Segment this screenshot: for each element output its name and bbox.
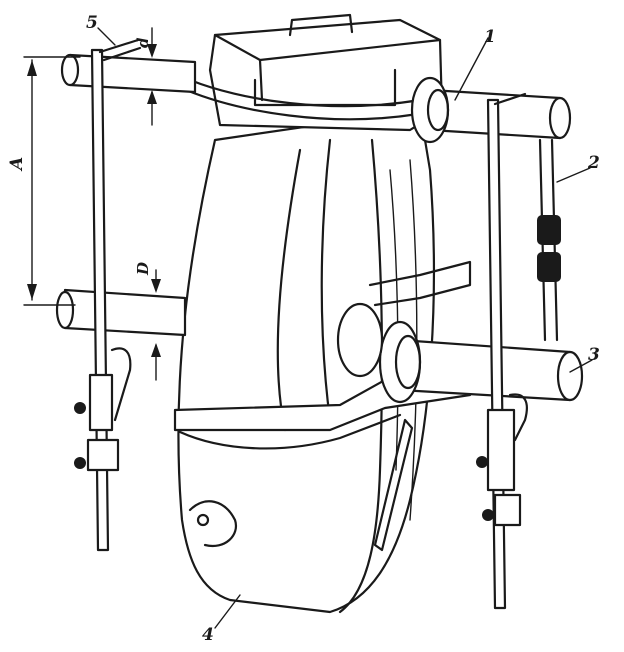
dimension-A bbox=[23, 56, 81, 306]
label-part-4: 4 bbox=[202, 625, 214, 645]
right-caliper bbox=[476, 92, 528, 610]
dimension-d bbox=[147, 27, 157, 126]
spring-rod bbox=[537, 138, 561, 342]
label-part-3: 3 bbox=[588, 345, 600, 365]
leader-lines bbox=[97, 27, 593, 629]
label-part-5: 5 bbox=[86, 13, 98, 33]
label-dim-D: D bbox=[134, 262, 152, 276]
label-part-2: 2 bbox=[587, 153, 600, 173]
label-dim-A: A bbox=[7, 157, 27, 172]
left-caliper bbox=[74, 38, 142, 552]
dimension-D bbox=[151, 269, 161, 381]
label-dim-d: d bbox=[134, 37, 152, 48]
label-part-1: 1 bbox=[484, 27, 496, 47]
